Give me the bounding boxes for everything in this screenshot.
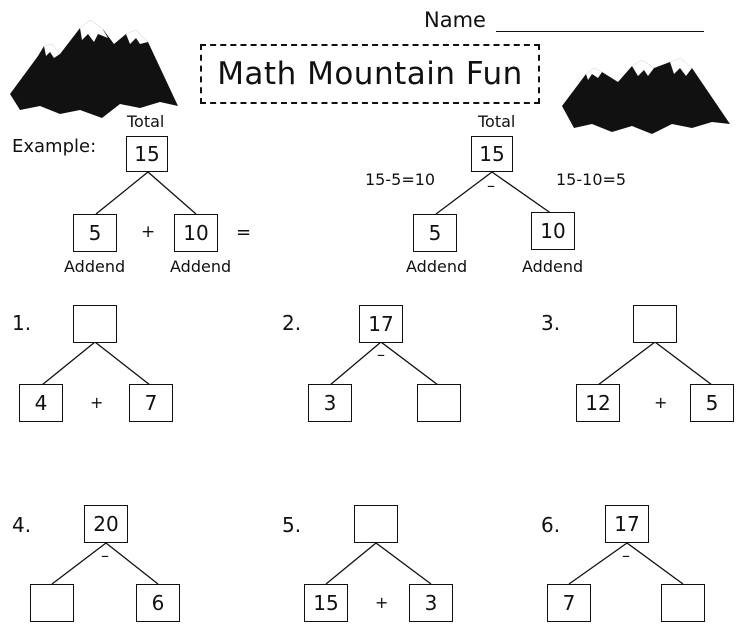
mountains-left-icon bbox=[10, 20, 178, 118]
problem-top-box: 17 bbox=[605, 505, 649, 543]
addend-label: Addend bbox=[64, 257, 126, 276]
problem-number: 1. bbox=[12, 311, 32, 335]
problem-right-box: 5 bbox=[690, 384, 734, 422]
example-total-box: 15 bbox=[471, 136, 513, 172]
name-label: Name bbox=[424, 8, 486, 32]
total-label: Total bbox=[478, 112, 516, 131]
problem-number: 4. bbox=[12, 513, 32, 537]
minus-sign: – bbox=[101, 546, 109, 565]
example-total-box: 15 bbox=[126, 136, 168, 172]
example-addend2-box: 10 bbox=[531, 212, 575, 250]
problem-right-box[interactable] bbox=[417, 384, 461, 422]
problem-number: 5. bbox=[282, 513, 302, 537]
minus-sign: – bbox=[622, 546, 630, 565]
problem-left-box[interactable] bbox=[30, 584, 74, 622]
problem-top-box: 17 bbox=[359, 305, 403, 343]
problem-left-box: 12 bbox=[576, 384, 620, 422]
plus-sign: + bbox=[141, 222, 156, 242]
problem-right-box: 6 bbox=[136, 584, 180, 622]
addend-label: Addend bbox=[170, 257, 232, 276]
minus-sign: – bbox=[377, 345, 385, 364]
problem-right-box: 3 bbox=[409, 584, 453, 622]
plus-sign: + bbox=[90, 393, 104, 412]
problem-left-box: 3 bbox=[308, 384, 352, 422]
problem-left-box: 15 bbox=[304, 584, 348, 622]
example-addend1-box: 5 bbox=[73, 214, 117, 252]
problem-right-box[interactable] bbox=[661, 584, 705, 622]
problem-left-box: 4 bbox=[19, 384, 63, 422]
problem-number: 6. bbox=[541, 513, 561, 537]
total-label: Total bbox=[127, 112, 165, 131]
equation-text: 15-5=10 bbox=[365, 170, 436, 189]
equation-text: 15-10=5 bbox=[556, 170, 627, 189]
minus-sign: – bbox=[487, 176, 495, 195]
problem-number: 2. bbox=[282, 311, 302, 335]
mountains-right-icon bbox=[562, 58, 730, 134]
example-addend2-box: 10 bbox=[174, 214, 218, 252]
page-title: Math Mountain Fun bbox=[200, 44, 540, 104]
name-field-line[interactable] bbox=[496, 31, 704, 32]
problem-top-box[interactable] bbox=[633, 305, 677, 343]
plus-sign: + bbox=[654, 393, 668, 412]
problem-left-box: 7 bbox=[547, 584, 591, 622]
example-addend1-box: 5 bbox=[413, 214, 457, 252]
problem-right-box: 7 bbox=[129, 384, 173, 422]
problem-top-box: 20 bbox=[84, 505, 128, 543]
addend-label: Addend bbox=[406, 257, 468, 276]
problem-top-box[interactable] bbox=[354, 505, 398, 543]
example-label: Example: bbox=[12, 136, 97, 157]
problem-top-box[interactable] bbox=[73, 305, 117, 343]
plus-sign: + bbox=[375, 593, 389, 612]
problem-number: 3. bbox=[541, 311, 561, 335]
addend-label: Addend bbox=[522, 257, 584, 276]
equals-sign: = bbox=[236, 222, 252, 243]
